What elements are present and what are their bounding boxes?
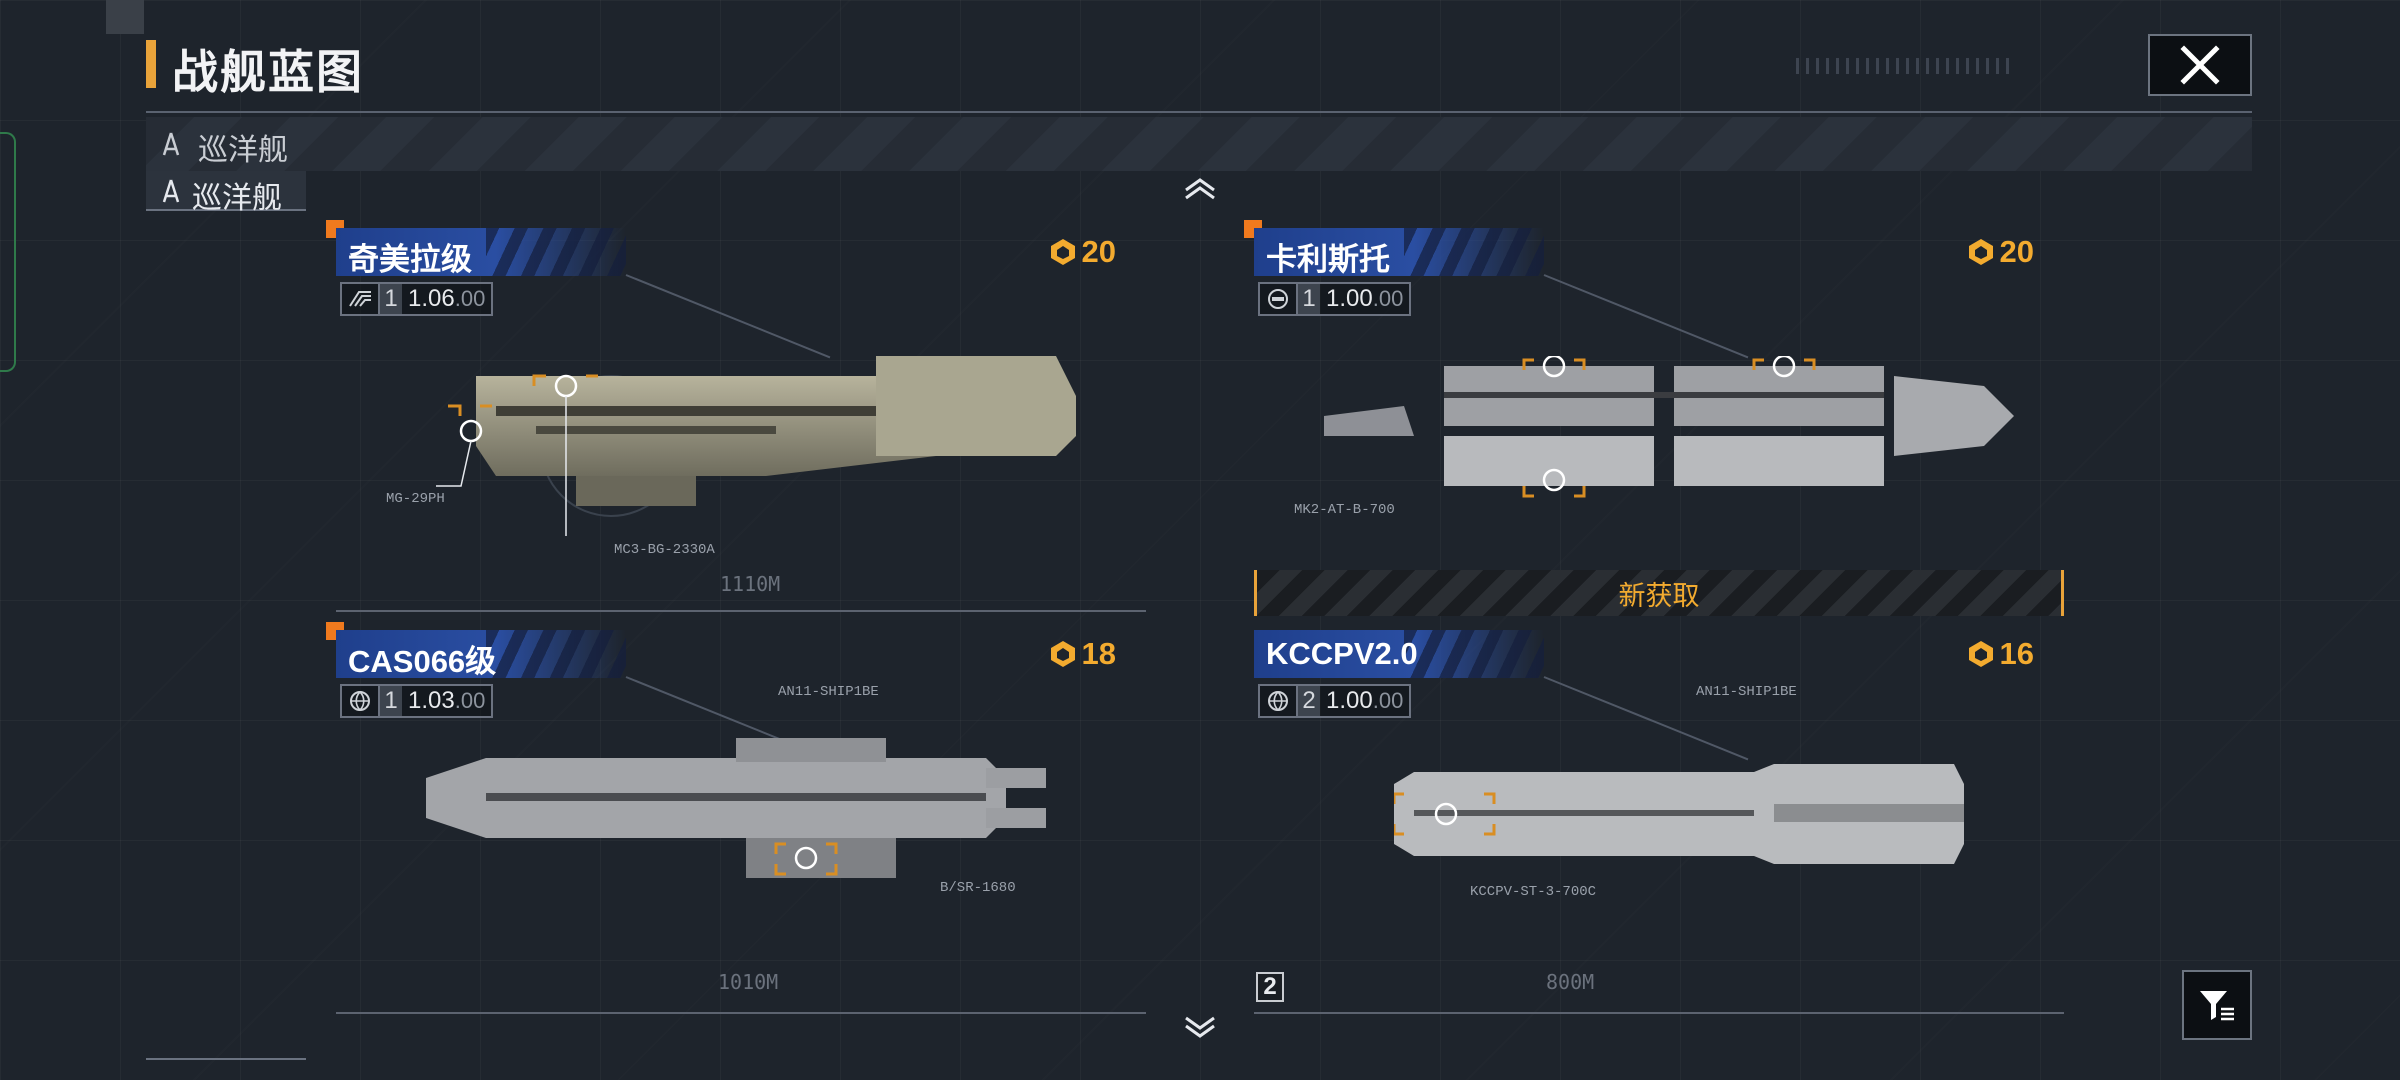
bottom-divider <box>146 1058 306 1060</box>
stat-value: 1.00.00 <box>1326 285 1404 312</box>
cost-value: 16 <box>1999 636 2034 671</box>
scroll-down-arrow[interactable] <box>1180 1016 1220 1040</box>
shield-icon <box>1268 289 1288 309</box>
cost-value: 20 <box>1999 234 2034 269</box>
tier-value: 1 <box>380 284 402 314</box>
cost-value: 18 <box>1081 636 1116 671</box>
close-button[interactable] <box>2148 34 2252 96</box>
ship-name: CAS066级 <box>348 644 497 678</box>
length-label: 1010M <box>718 970 779 994</box>
tier-value: 1 <box>380 686 402 716</box>
cost-display: 16 <box>1966 636 2034 672</box>
cost-value: 20 <box>1081 234 1116 269</box>
filter-button[interactable] <box>2182 970 2252 1040</box>
ship-blueprint-image <box>426 738 1046 878</box>
header-tick-decor <box>1796 58 2016 74</box>
category-selector[interactable]: 巡洋舰 <box>146 117 2252 171</box>
ship-blueprint-image <box>1394 764 1964 864</box>
length-label: 800M <box>1546 970 1595 994</box>
stat-value: 1.06.00 <box>408 285 486 312</box>
ship-card-chimera[interactable]: 奇美拉级 20 1 1.06.00 MG-29PH MC3-BG-2330A 1… <box>326 220 1146 612</box>
ship-blueprint-image <box>436 356 1076 536</box>
filter-icon <box>2200 991 2234 1021</box>
name-banner: KCCPV2.0 <box>1254 630 1544 678</box>
stat-value: 1.03.00 <box>408 687 486 714</box>
blueprint-coin-icon <box>1050 641 1075 667</box>
cost-display: 20 <box>1966 234 2034 270</box>
stat-value: 1.00.00 <box>1326 687 1404 714</box>
cost-display: 18 <box>1048 636 1116 672</box>
header-divider <box>146 111 2252 113</box>
globe-icon <box>350 691 370 711</box>
cruiser-icon <box>162 179 180 203</box>
cruiser-icon <box>162 132 180 156</box>
category-tab-cruiser[interactable]: 巡洋舰 <box>146 171 306 215</box>
weapon-label: MK2-AT-B-700 <box>1294 502 1395 518</box>
ship-name: KCCPV2.0 <box>1266 636 1418 671</box>
page-title: 战舰蓝图 <box>172 46 364 98</box>
model-label: AN11-SHIP1BE <box>1696 684 1797 700</box>
corner-decor <box>106 0 144 34</box>
ship-name: 卡利斯托 <box>1266 242 1390 276</box>
blueprint-coin-icon <box>1050 239 1075 265</box>
scroll-up-arrow[interactable] <box>1180 176 1220 200</box>
card-baseline <box>1254 1012 2064 1014</box>
title-accent-bar <box>146 40 156 88</box>
new-acquired-banner: 新获取 <box>1254 570 2064 616</box>
stat-box: 2 1.00.00 <box>1258 684 1412 718</box>
stat-box: 1 1.00.00 <box>1258 282 1412 316</box>
decor-line <box>1543 274 1749 359</box>
side-panel-edge[interactable] <box>0 132 16 372</box>
page-number: 2 <box>1256 972 1284 1002</box>
close-icon <box>2180 45 2220 85</box>
maneuver-icon <box>349 291 371 307</box>
name-banner: 卡利斯托 <box>1254 228 1544 276</box>
length-label: 1110M <box>720 572 781 596</box>
weapon-label: KCCPV-ST-3-700C <box>1470 884 1597 900</box>
ship-card-cas066[interactable]: CAS066级 18 1 1.03.00 AN11-SHIP1BE B/SR-1… <box>326 622 1146 1014</box>
name-banner: 奇美拉级 <box>336 228 626 276</box>
stat-box: 1 1.06.00 <box>340 282 494 316</box>
ship-card-callisto[interactable]: 卡利斯托 20 1 1.00.00 MK2-AT-B-700 新获取 <box>1244 220 2064 616</box>
blueprint-coin-icon <box>1968 641 1993 667</box>
blueprint-coin-icon <box>1968 239 1993 265</box>
card-baseline <box>336 610 1146 612</box>
weapon-label: MG-29PH <box>386 491 445 507</box>
name-banner: CAS066级 <box>336 630 626 678</box>
globe-icon <box>1268 691 1288 711</box>
weapon-label: MC3-BG-2330A <box>614 542 715 558</box>
ship-blueprint-image <box>1324 356 2014 498</box>
ship-name: 奇美拉级 <box>348 242 472 276</box>
cost-display: 20 <box>1048 234 1116 270</box>
weapon-label: B/SR-1680 <box>940 880 1016 896</box>
card-baseline <box>336 1012 1146 1014</box>
tier-value: 2 <box>1298 686 1320 716</box>
category-tab-label: 巡洋舰 <box>192 182 282 215</box>
tier-value: 1 <box>1298 284 1320 314</box>
model-label: AN11-SHIP1BE <box>778 684 879 700</box>
ship-card-kccpv[interactable]: KCCPV2.0 16 2 1.00.00 AN11-SHIP1BE KCCPV… <box>1254 628 2064 1014</box>
category-selected-label: 巡洋舰 <box>198 134 288 167</box>
stat-box: 1 1.03.00 <box>340 684 494 718</box>
